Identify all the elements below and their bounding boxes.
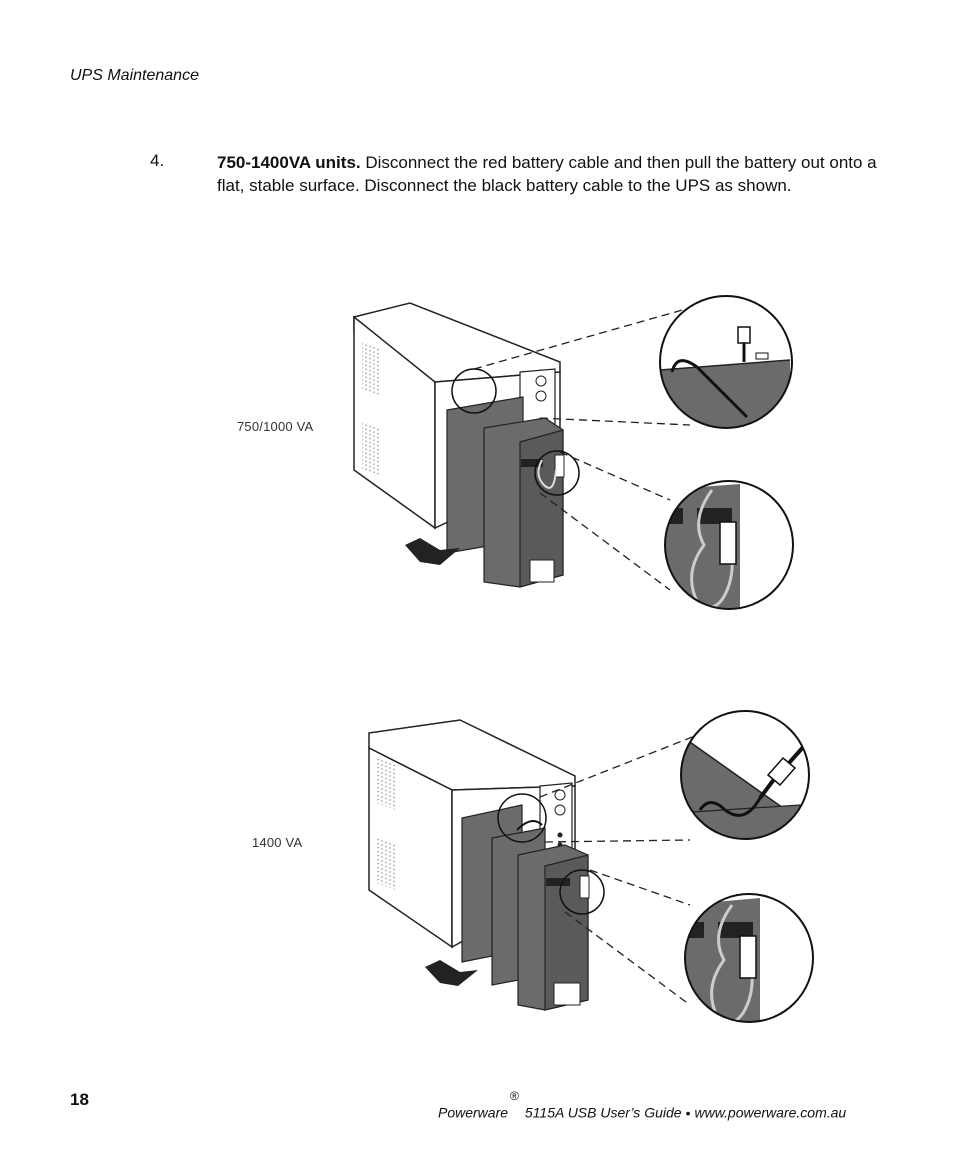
figure-label-750-1000: 750/1000 VA (237, 419, 314, 434)
footer-guide-title: 5115A USB User’s Guide (524, 1104, 682, 1121)
footer-brand: Powerware (438, 1104, 509, 1121)
step-body-text: Disconnect the red battery cable and the… (217, 153, 877, 195)
step-bold-lead: 750-1400VA units. (217, 153, 361, 172)
step-number: 4. (150, 151, 165, 170)
step-instruction: 750-1400VA units. Disconnect the red bat… (217, 151, 877, 197)
registered-mark: ® (510, 1089, 519, 1103)
footer-bullet: • (685, 1104, 691, 1121)
page-number: 18 (70, 1090, 89, 1109)
ups-1400-illustration (368, 710, 814, 1023)
footer: Powerware® 5115A USB User’s Guide•www.pow… (438, 1089, 847, 1121)
running-header: UPS Maintenance (70, 67, 199, 84)
footer-url: www.powerware.com.au (694, 1104, 847, 1121)
figure-label-1400: 1400 VA (252, 835, 303, 850)
ups-750-1000-illustration (353, 295, 794, 610)
